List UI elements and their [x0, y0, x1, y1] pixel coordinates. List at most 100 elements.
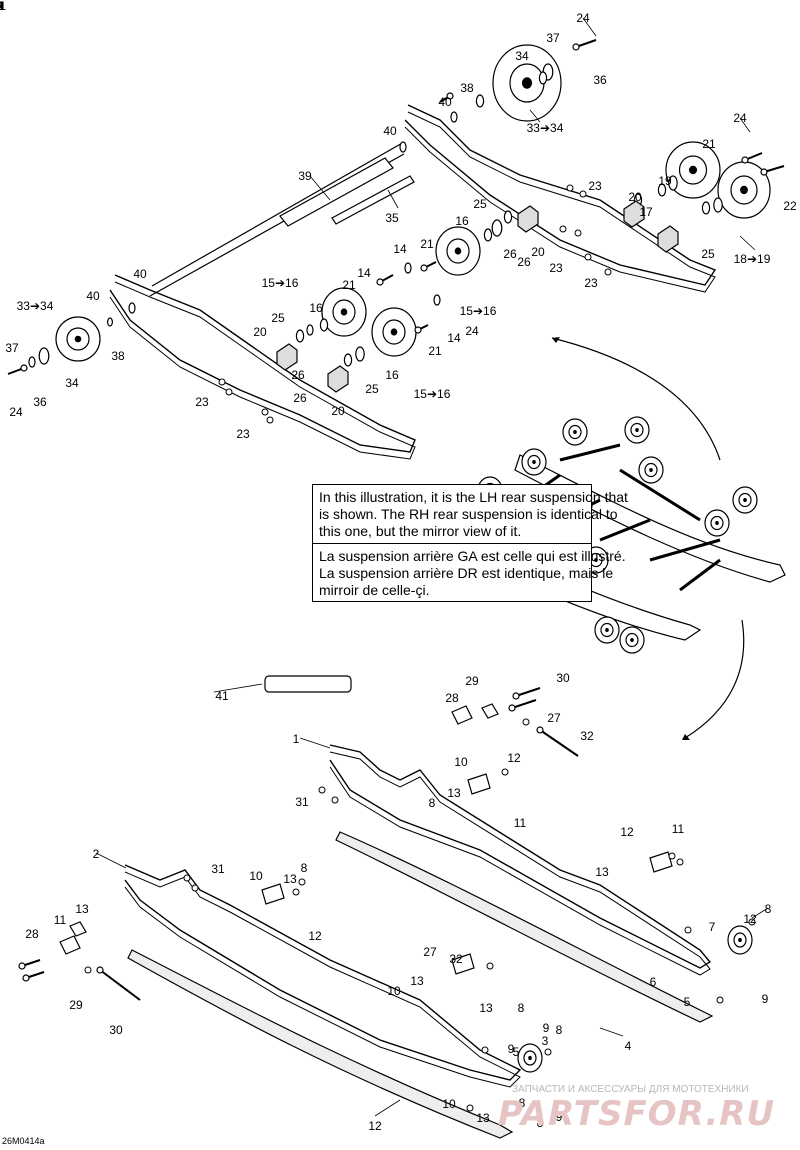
nut	[218, 378, 226, 386]
part-callout: 34	[65, 376, 79, 390]
part-callout: 6	[0, 0, 4, 13]
part-callout: 9	[0, 0, 4, 13]
leader-line	[599, 1027, 624, 1037]
part-callout: 8	[537, 1116, 544, 1130]
spacer-ring	[701, 201, 711, 215]
assembled-wheel-axle	[594, 558, 598, 562]
part-callout: 26	[293, 391, 307, 405]
part-callout: 19	[658, 174, 672, 188]
part-callout: 26	[517, 255, 531, 269]
idler-wheel	[321, 287, 367, 337]
part-callout: 36	[33, 395, 47, 409]
part-callout: 23	[236, 427, 250, 441]
bolt	[414, 324, 429, 334]
part-callout: 11	[54, 913, 67, 927]
part-callout: 2	[93, 847, 100, 861]
curved-arrow	[551, 337, 721, 461]
nut	[466, 1104, 474, 1112]
part-callout: 8	[519, 1096, 526, 1110]
part-callout: 12	[620, 825, 634, 839]
part-callout: 8	[765, 902, 772, 916]
upper-left-rail	[109, 274, 416, 460]
nut	[579, 190, 587, 198]
part-callout: 18➔19	[734, 252, 771, 266]
assembled-wheel-hub	[568, 424, 582, 440]
part-callout: 20	[531, 245, 545, 259]
nut	[266, 416, 274, 424]
part-callout: 23	[195, 395, 209, 409]
part-callout: 3	[0, 0, 4, 13]
nut	[298, 878, 306, 886]
part-callout: 32	[580, 729, 594, 743]
leader-line	[213, 683, 263, 693]
bracket-plate	[59, 935, 81, 955]
assembled-arm	[649, 538, 721, 562]
leader-line	[95, 852, 127, 869]
spacer-ring	[503, 210, 513, 224]
rail-decal	[264, 675, 352, 693]
part-callout: 14	[357, 266, 371, 280]
part-callout: 9	[508, 1042, 515, 1056]
spacer-ring	[28, 356, 36, 368]
part-callout: 33➔34	[527, 121, 564, 135]
rear-idler-wheel-left-hub	[66, 327, 90, 351]
assembled-wheel	[638, 456, 664, 484]
part-callout: 27	[423, 945, 437, 959]
rail-end-cap-axle	[738, 937, 742, 943]
part-callout: 24	[733, 111, 747, 125]
idler-wheel-axle	[740, 185, 748, 195]
part-callout: 15➔16	[262, 276, 299, 290]
part-callout: 11	[0, 0, 7, 13]
idler-wheel-axle	[688, 165, 698, 175]
assembled-wheel-axle	[532, 460, 536, 464]
part-callout: 25	[473, 197, 487, 211]
part-callout: 25	[271, 311, 285, 325]
part-callout: 21	[342, 278, 356, 292]
curved-arrow	[684, 619, 745, 739]
idler-wheel-axle	[454, 247, 462, 255]
bolt-head	[572, 43, 580, 51]
slider-block	[657, 225, 679, 253]
spacer-ring	[483, 228, 493, 242]
part-callout: 25	[701, 247, 715, 261]
bolt	[18, 959, 41, 970]
part-callout: 15➔16	[460, 304, 497, 318]
rear-idler-wheel-axle	[521, 77, 533, 89]
bolt-head	[376, 278, 384, 286]
note-french-line: La suspension arrière DR est identique, …	[319, 565, 614, 581]
nut	[261, 408, 269, 416]
slider-block	[327, 365, 349, 393]
part-callout: 40	[438, 95, 452, 109]
part-callout: 21	[702, 137, 716, 151]
part-callout: 13	[476, 1111, 490, 1125]
part-callout: 24	[9, 405, 23, 419]
idler-wheel-hub	[730, 175, 758, 205]
assembled-wheel	[594, 616, 620, 644]
nut	[684, 926, 692, 934]
nut	[544, 1048, 552, 1056]
long-bolt-head	[536, 726, 544, 734]
bolt	[572, 39, 597, 51]
nut	[292, 888, 300, 896]
idler-wheel-axle	[340, 308, 348, 316]
spacer-ring	[538, 71, 548, 85]
nut	[331, 796, 339, 804]
part-callout: 13	[283, 872, 297, 886]
illustration-note: In this illustration, it is the LH rear …	[312, 484, 628, 602]
leader-line	[751, 907, 769, 919]
part-callout: 12	[743, 912, 757, 926]
spacer-ring	[355, 346, 365, 362]
bolt	[439, 92, 454, 103]
bolt-head	[446, 92, 454, 100]
long-bolt	[96, 966, 141, 1001]
nut	[748, 918, 756, 926]
part-callout: 30	[556, 671, 570, 685]
bolt-head	[414, 326, 422, 334]
bolt	[7, 364, 28, 375]
part-callout: 34	[515, 49, 529, 63]
assembled-wheel	[704, 509, 730, 537]
bolt-head	[741, 156, 749, 164]
part-callout: 37	[546, 31, 560, 45]
assembled-wheel-hub	[600, 622, 614, 638]
bolt-shank	[515, 687, 541, 697]
